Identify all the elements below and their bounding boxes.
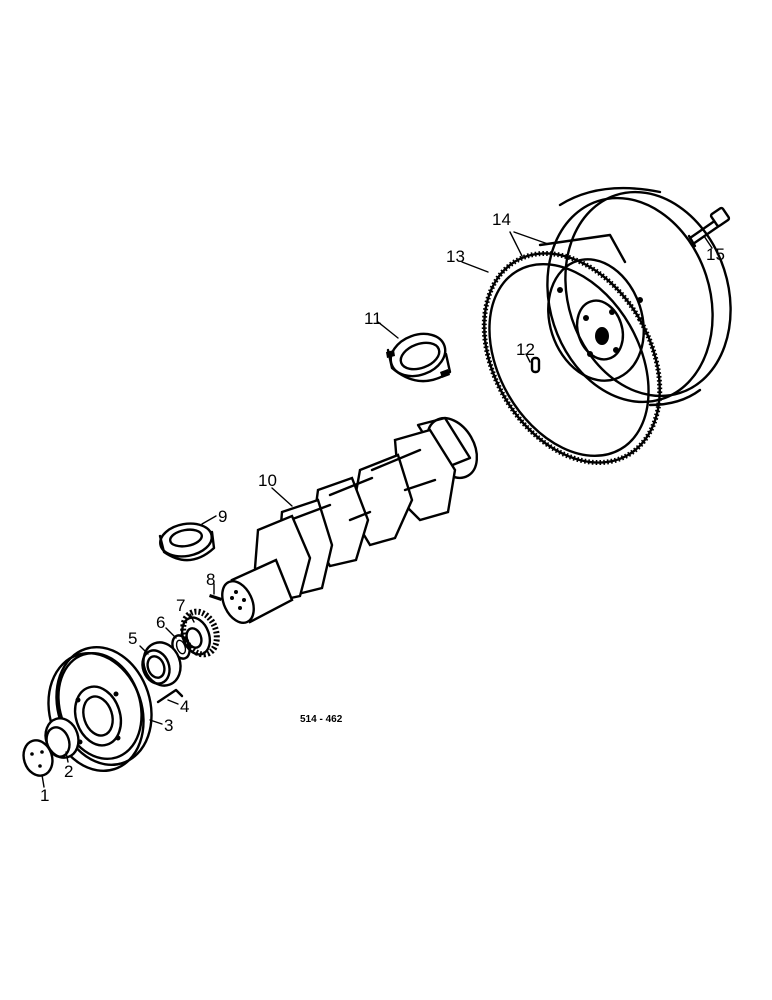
leader-lines [41, 231, 713, 788]
callout-2: 2 [64, 762, 73, 781]
callout-4: 4 [180, 697, 189, 716]
drawing-code: 514 - 462 [300, 714, 343, 725]
woodruff-key [209, 594, 222, 601]
front-seal [44, 717, 80, 759]
flywheel-bolt [687, 206, 731, 248]
flywheel [538, 186, 732, 407]
callout-6: 6 [156, 613, 165, 632]
pulley-cap [22, 739, 54, 777]
callout-13: 13 [446, 247, 465, 266]
pulley-key [156, 688, 184, 704]
callout-5: 5 [128, 629, 137, 648]
crankshaft [221, 416, 479, 624]
main-bearing-shell-11 [386, 332, 452, 383]
crank-gear [180, 608, 220, 658]
callout-9: 9 [218, 507, 227, 526]
callout-3: 3 [164, 716, 173, 735]
callout-7: 7 [176, 596, 185, 615]
dowel-pin [530, 356, 541, 374]
callout-10: 10 [258, 471, 277, 490]
oil-slinger-sleeve [141, 641, 182, 687]
callout-1: 1 [40, 786, 49, 805]
callout-8: 8 [206, 570, 215, 589]
bearing-shell-9 [158, 522, 216, 562]
callout-15: 15 [706, 245, 725, 264]
crank-pulley [47, 645, 153, 773]
callout-14: 14 [492, 210, 511, 229]
ring-gear [481, 250, 663, 466]
callout-12: 12 [516, 340, 535, 359]
callout-labels: 1 2 3 4 5 6 7 8 9 10 11 12 13 14 15 [40, 210, 725, 805]
callout-11: 11 [364, 309, 382, 328]
